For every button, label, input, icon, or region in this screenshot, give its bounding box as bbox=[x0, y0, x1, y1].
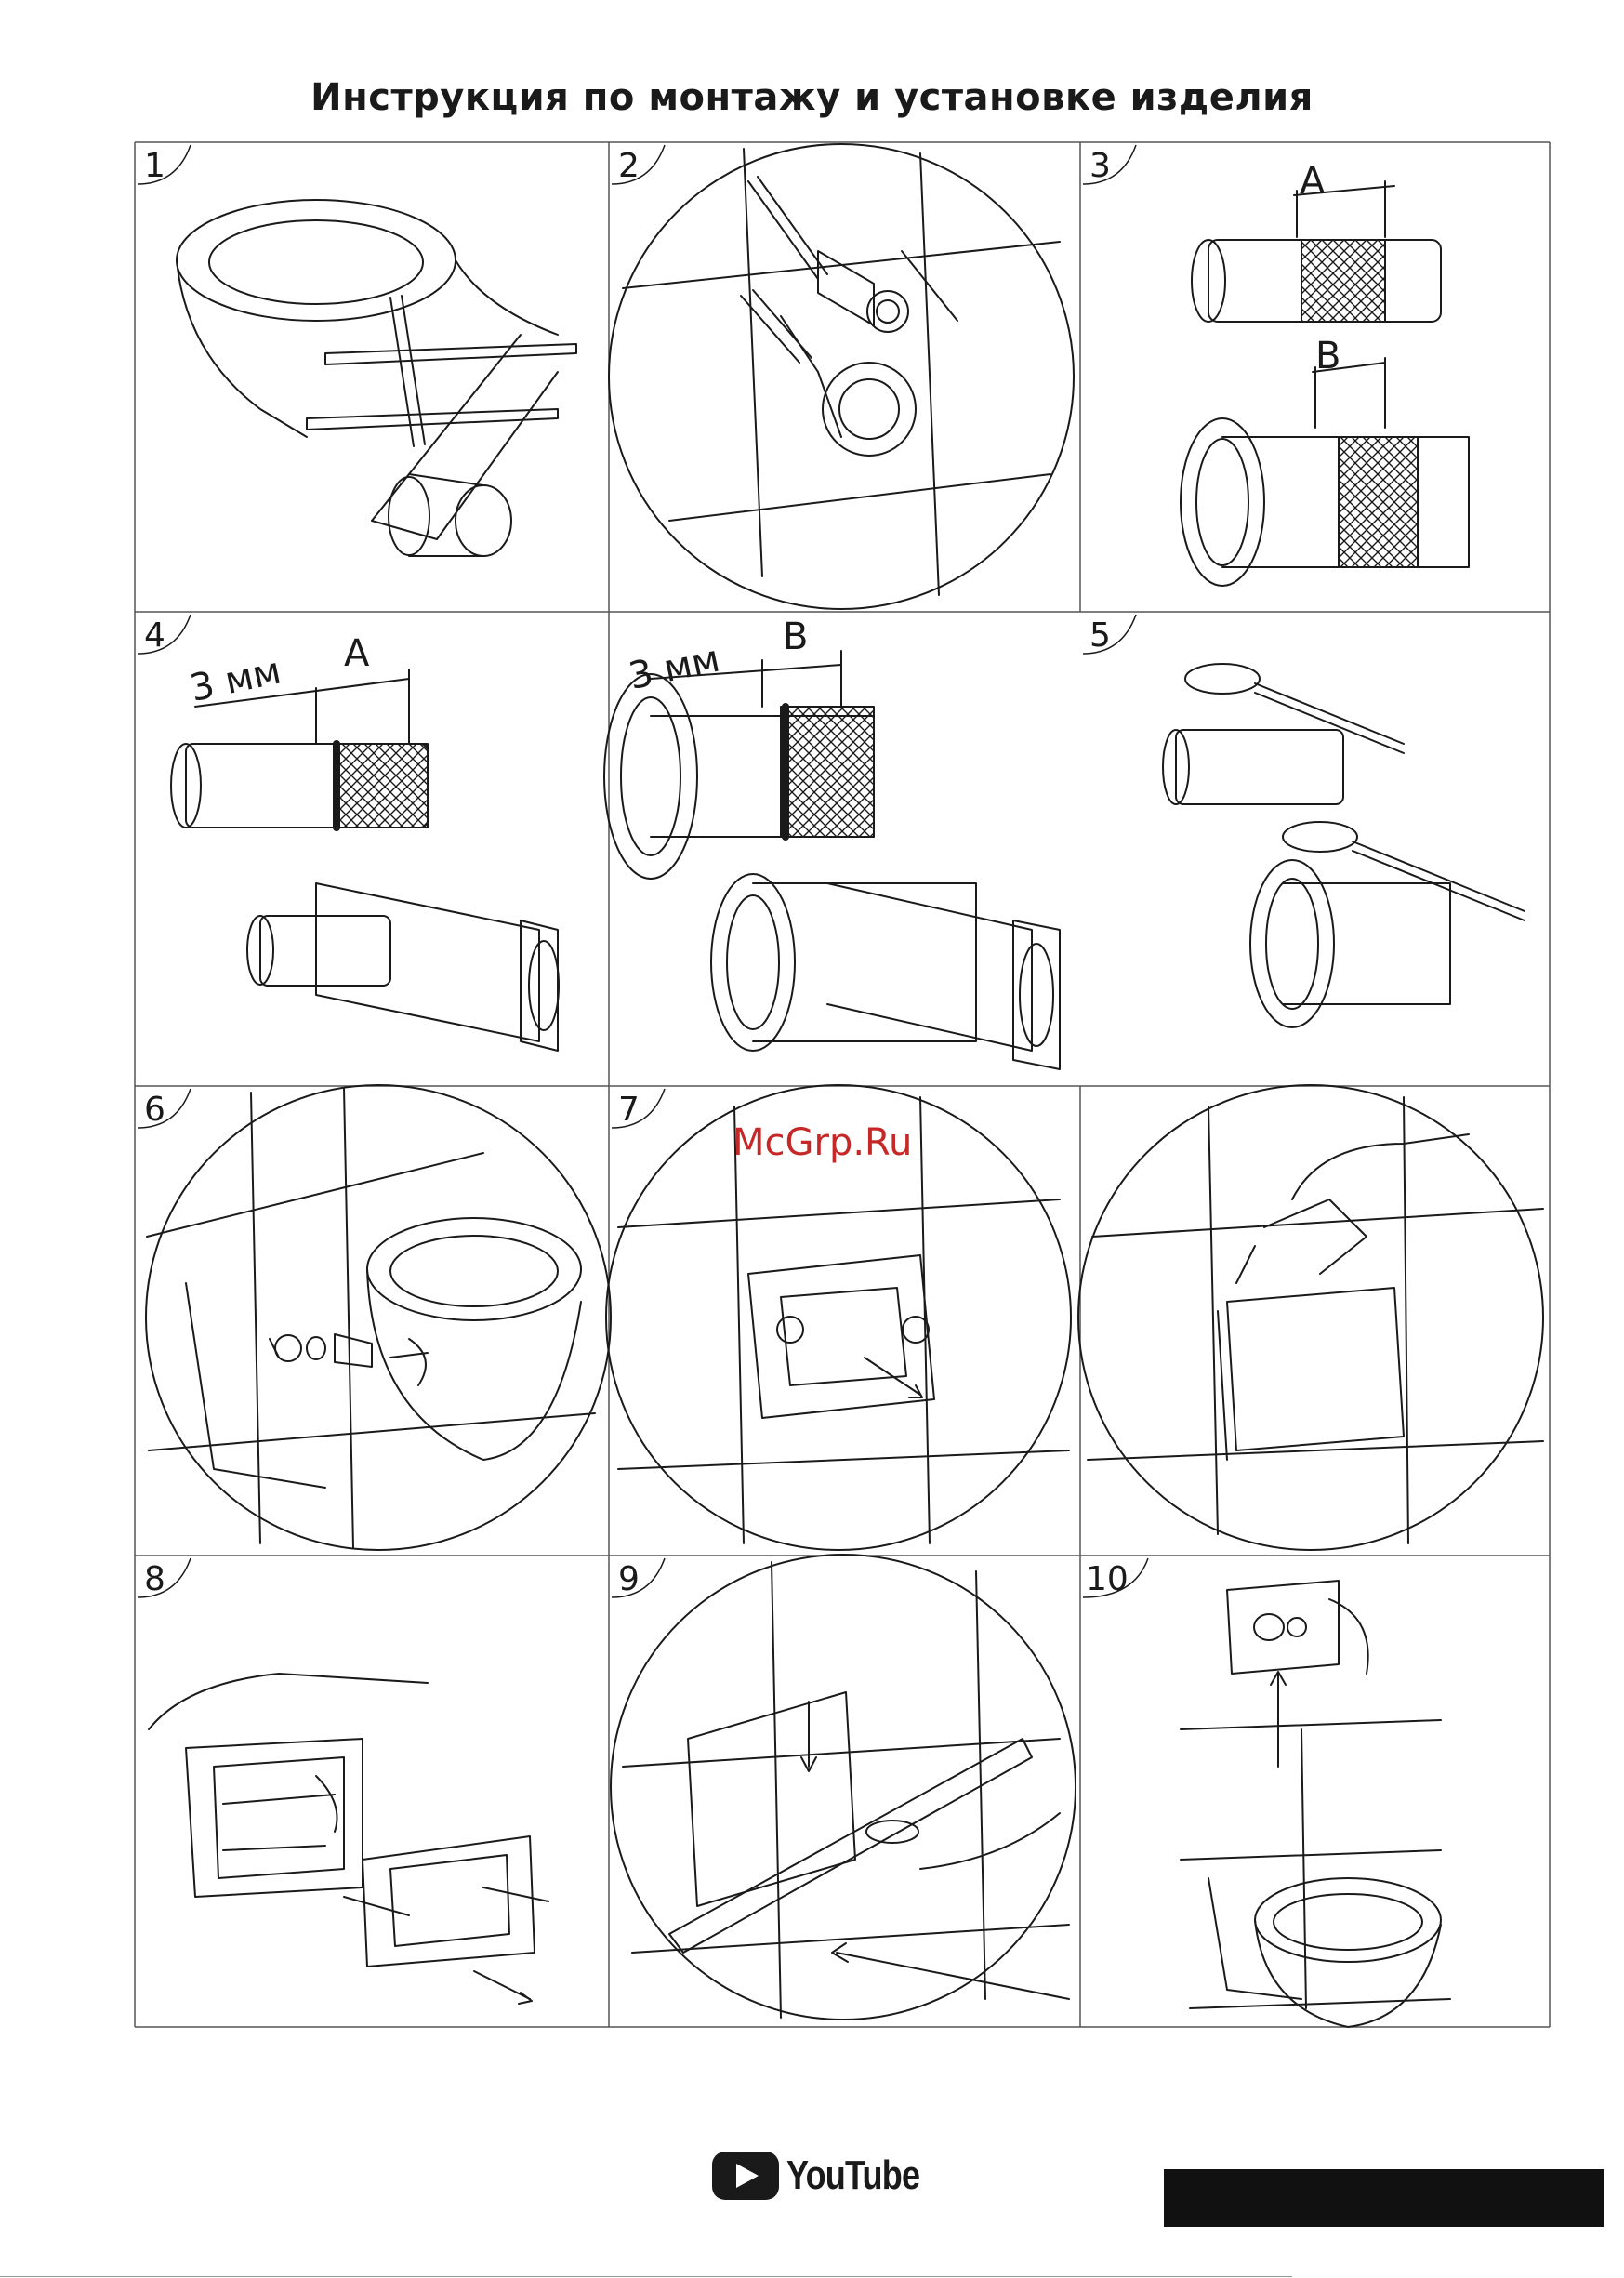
step3-pipes-drawing bbox=[1181, 181, 1469, 586]
step9-panel-drawing bbox=[611, 1555, 1076, 2020]
step8-frame-drawing bbox=[149, 1674, 548, 2004]
step1-toilet-drawing bbox=[177, 200, 576, 556]
dim-label-b: B bbox=[1315, 335, 1340, 377]
step4-cutting-drawing bbox=[171, 651, 1060, 1069]
youtube-wordmark: YouTube bbox=[786, 2152, 919, 2199]
dim-label-a: A bbox=[344, 632, 369, 675]
step2-wall-drawing bbox=[609, 144, 1074, 609]
step6-toilet-drawing bbox=[146, 1085, 611, 1550]
step5-cleaning-drawing bbox=[1163, 664, 1525, 1027]
watermark: McGrp.Ru bbox=[733, 1121, 912, 1164]
youtube-logo[interactable]: YouTube bbox=[712, 2150, 949, 2202]
dim-label-b: B bbox=[783, 616, 808, 658]
play-icon bbox=[712, 2152, 779, 2200]
footer-divider bbox=[0, 2276, 1292, 2277]
footer-black-bar bbox=[1164, 2169, 1604, 2227]
dim-label-a: A bbox=[1300, 160, 1325, 203]
step10-final-drawing bbox=[1181, 1581, 1450, 2027]
